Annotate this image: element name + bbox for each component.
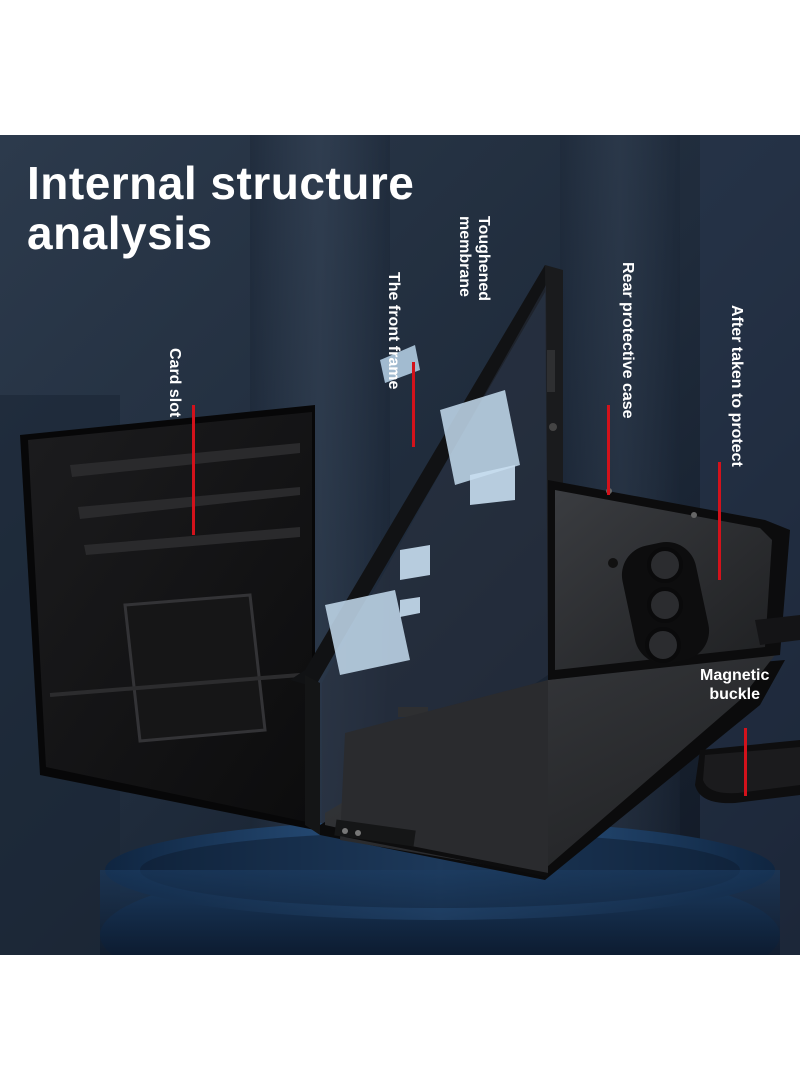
title-line-1: Internal structure (27, 157, 415, 209)
callout-magnetic-line-2: buckle (709, 686, 761, 703)
card-slot-pointer-line (192, 405, 195, 535)
front-frame-pointer-line (412, 362, 415, 447)
after-taken-pointer-line (718, 462, 721, 580)
page-title: Internal structure analysis (27, 158, 414, 258)
phone-case-illustration (0, 135, 800, 955)
product-scene (0, 135, 800, 955)
callout-front-frame: The front frame (385, 272, 402, 390)
magnetic-buckle-pointer-line (744, 728, 747, 796)
callout-toughened-line-1: Toughened (475, 216, 492, 302)
callout-toughened-membrane: Toughened membrane (455, 216, 493, 301)
callout-toughened-line-2: membrane (456, 216, 473, 297)
rear-case-pointer-line (607, 405, 610, 495)
callout-magnetic-line-1: Magnetic (700, 667, 770, 684)
title-line-2: analysis (27, 207, 213, 259)
callout-after-taken-to-protect: After taken to protect (728, 305, 745, 467)
callout-magnetic-buckle: Magnetic buckle (700, 666, 769, 704)
callout-rear-protective-case: Rear protective case (619, 262, 636, 419)
callout-card-slot: Card slot (166, 348, 183, 418)
